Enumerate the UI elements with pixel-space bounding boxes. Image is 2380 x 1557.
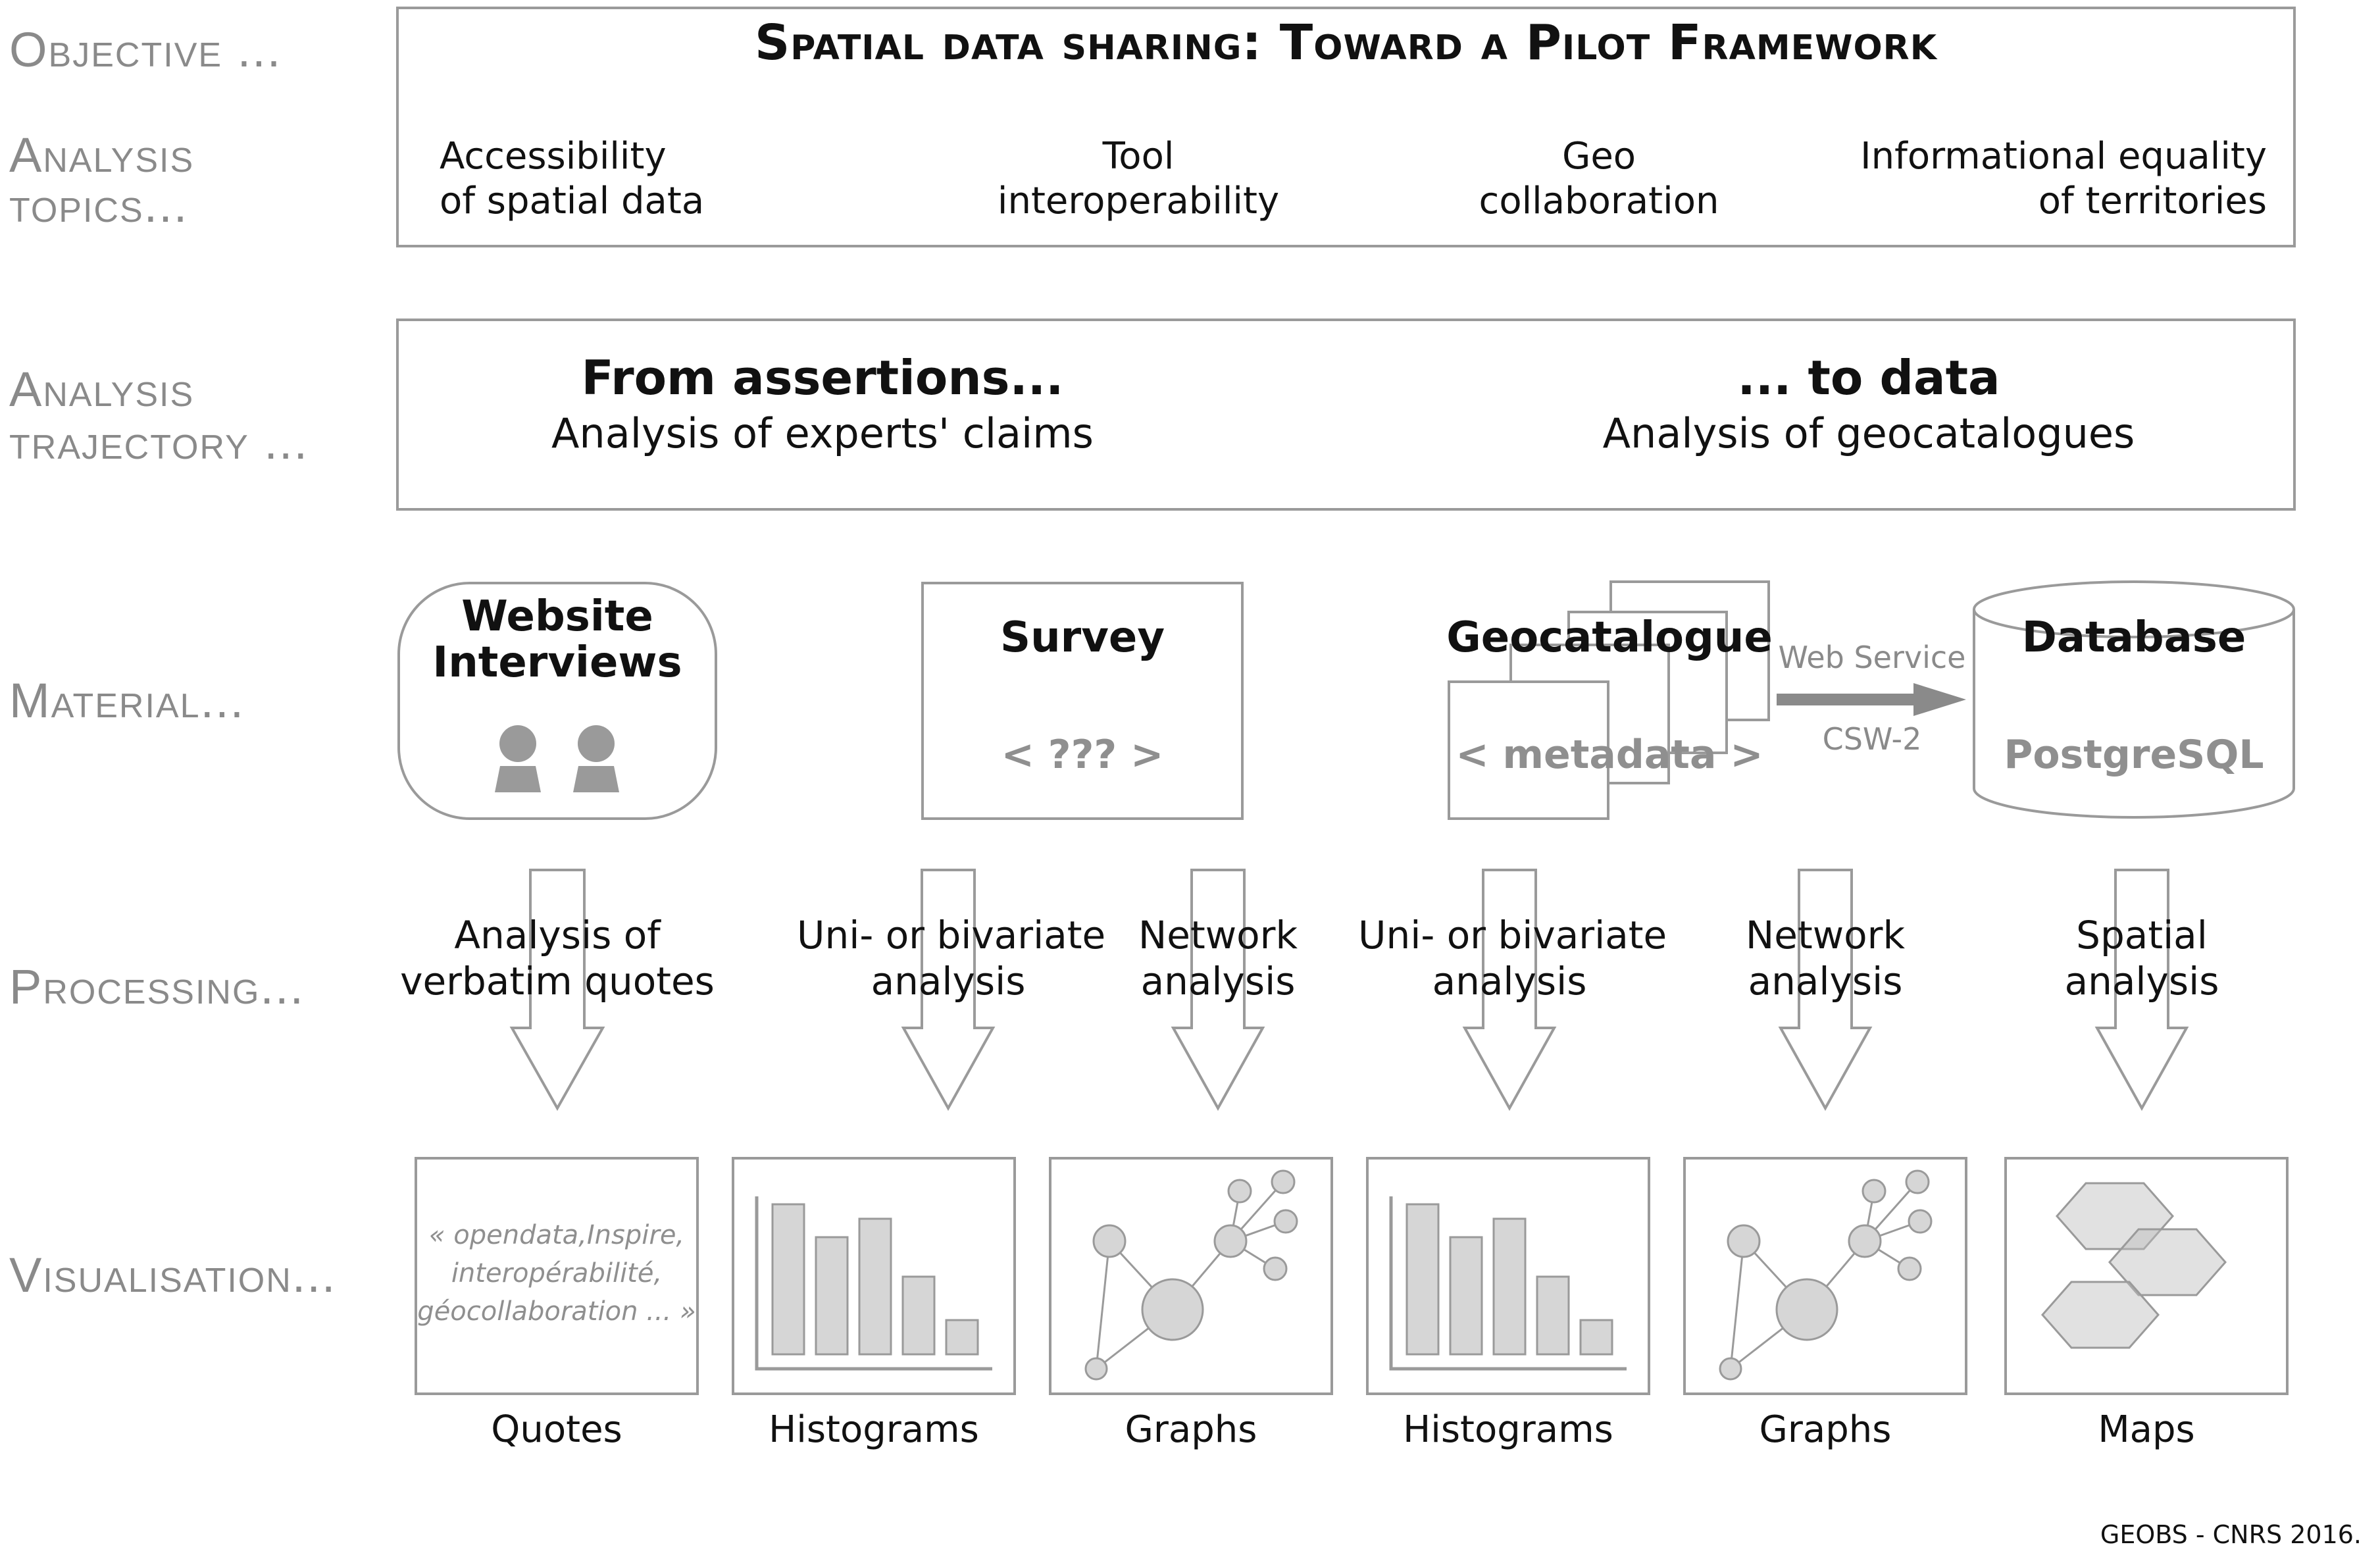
hollow-down-arrow-icon [901, 869, 996, 1111]
hexagon-map-icon [2041, 1182, 2227, 1349]
geocatalogue-stack-icon [1448, 580, 1770, 820]
trajectory-right-title: ... to data [1737, 350, 2000, 405]
caption-maps: Maps [2098, 1408, 2195, 1451]
trajectory-left-title: From assertions... [581, 350, 1064, 405]
row-label-processing: Processing... [9, 959, 305, 1014]
hollow-down-arrow-icon [509, 869, 605, 1111]
survey-box [921, 582, 1244, 820]
caption-quotes: Quotes [491, 1408, 622, 1451]
credit: GEOBS - CNRS 2016. [2100, 1520, 2362, 1549]
database-cylinder-icon [1973, 580, 2295, 819]
histogram-icon [1389, 1196, 1627, 1371]
survey-title: Survey [1000, 613, 1165, 662]
row-label-visualisation: Visualisation... [9, 1248, 337, 1302]
database-sub: PostgreSQL [2004, 732, 2264, 778]
row-label-topics-2: topics... [9, 178, 189, 232]
web-service-label: Web Service [1778, 640, 1966, 675]
quotes-panel [415, 1157, 699, 1395]
hollow-down-arrow-icon [2094, 869, 2189, 1111]
right-arrow-icon [1777, 683, 1966, 716]
row-label-objective: Objective ... [9, 22, 282, 77]
row-label-trajectory-1: Analysis [9, 362, 195, 417]
caption-histograms-2: Histograms [1403, 1408, 1613, 1451]
trajectory-left-sub: Analysis of experts' claims [551, 409, 1094, 457]
caption-graphs-1: Graphs [1125, 1408, 1257, 1451]
people-icon [495, 725, 619, 792]
row-label-topics-1: Analysis [9, 128, 195, 182]
csw-label: CSW-2 [1822, 721, 1922, 757]
survey-sub: < ??? > [1001, 732, 1164, 778]
hollow-down-arrow-icon [1171, 869, 1265, 1111]
map-panel [2004, 1157, 2289, 1395]
network-graph-icon [1719, 1169, 1933, 1381]
database-title: Database [2021, 613, 2246, 662]
trajectory-box [396, 319, 2296, 511]
row-label-material: Material... [9, 673, 245, 728]
caption-histograms-1: Histograms [769, 1408, 979, 1451]
graph-panel-1 [1049, 1157, 1333, 1395]
histogram-icon [755, 1196, 992, 1371]
geocatalogue-title: Geocatalogue [1446, 613, 1773, 662]
hollow-down-arrow-icon [1778, 869, 1873, 1111]
caption-graphs-2: Graphs [1759, 1408, 1892, 1451]
website-interviews-box [397, 582, 717, 820]
row-label-trajectory-2: trajectory ... [9, 415, 309, 469]
hollow-down-arrow-icon [1462, 869, 1557, 1111]
quotes-text: « opendata,Inspire, interopérabilité, gé… [417, 1220, 696, 1327]
trajectory-right-sub: Analysis of geocatalogues [1602, 409, 2135, 457]
objective-box [396, 7, 2296, 247]
objective-title: Spatial data sharing: Toward a Pilot Fra… [755, 14, 1937, 71]
network-graph-icon [1084, 1169, 1298, 1381]
graph-panel-2 [1683, 1157, 1967, 1395]
geocatalogue-sub: < metadata > [1456, 732, 1763, 778]
